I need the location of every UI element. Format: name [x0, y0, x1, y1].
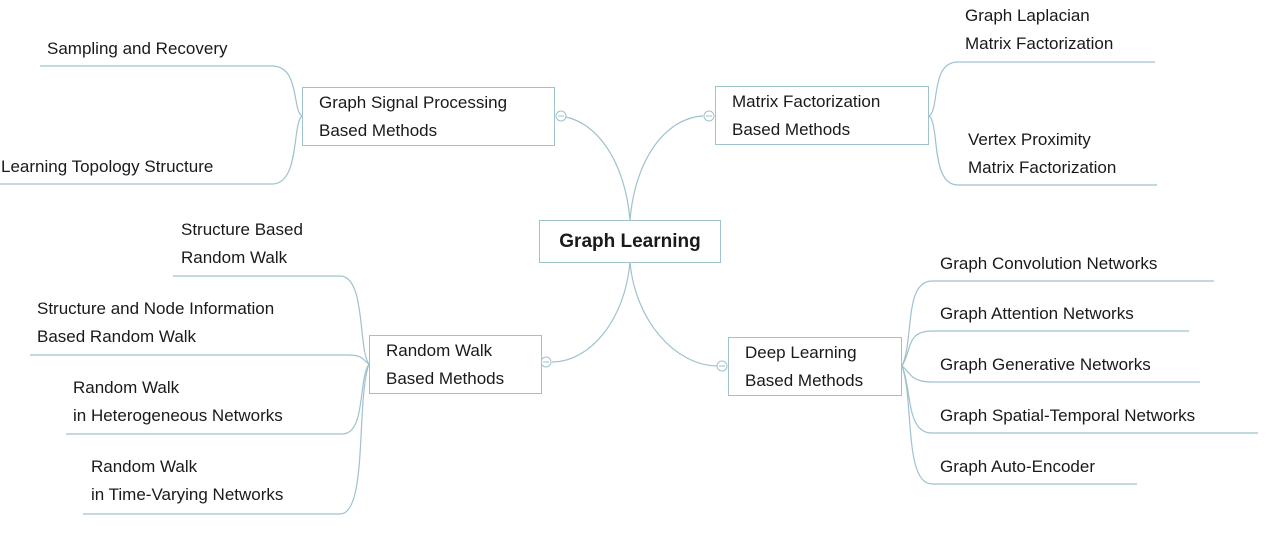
connector-rw-leaf-3	[66, 363, 370, 435]
leaf-graph-attention-networks[interactable]: Graph Attention Networks	[940, 300, 1134, 328]
connector-gsp-leaf-2	[0, 115, 303, 185]
connector-center-dl	[629, 261, 719, 367]
branch-label-line: Random Walk	[386, 340, 493, 360]
leaf-graph-spatial-temporal-networks[interactable]: Graph Spatial-Temporal Networks	[940, 402, 1195, 430]
leaf-label-line: Random Walk	[91, 457, 198, 476]
central-node[interactable]: Graph Learning	[539, 220, 721, 263]
leaf-label-line: Graph Auto-Encoder	[940, 457, 1095, 476]
leaf-structure-based-random-walk[interactable]: Structure Based Random Walk	[181, 216, 303, 272]
leaf-label-line: Graph Generative Networks	[940, 355, 1151, 374]
leaf-label-line: Graph Convolution Networks	[940, 254, 1158, 273]
connector-dl-leaf-3	[901, 365, 1200, 383]
connector-rw-leaf-1	[173, 275, 370, 365]
leaf-graph-convolution-networks[interactable]: Graph Convolution Networks	[940, 250, 1157, 278]
leaf-label-line: Graph Laplacian	[965, 6, 1090, 25]
branch-label-line: Graph Signal Processing	[319, 92, 508, 112]
leaf-label-line: in Time-Varying Networks	[91, 485, 284, 504]
branch-label-line: Based Methods	[319, 120, 438, 140]
leaf-label-line: Random Walk	[73, 378, 180, 397]
central-node-label: Graph Learning	[559, 230, 701, 252]
leaf-vertex-proximity-matrix-factorization[interactable]: Vertex Proximity Matrix Factorization	[968, 126, 1116, 182]
branch-node-deep-learning[interactable]: Deep Learning Based Methods	[728, 337, 902, 396]
leaf-learning-topology-structure[interactable]: Learning Topology Structure	[1, 153, 213, 181]
leaf-label-line: Structure and Node Information	[37, 299, 275, 318]
connector-mf-leaf-2	[928, 115, 1157, 186]
leaf-random-walk-time-varying-networks[interactable]: Random Walk in Time-Varying Networks	[91, 453, 283, 509]
branch-label-line: Based Methods	[386, 368, 505, 388]
connector-center-mf	[629, 115, 704, 221]
connector-mf-leaf-1	[928, 61, 1155, 117]
leaf-structure-and-node-information-random-walk[interactable]: Structure and Node Information Based Ran…	[37, 295, 274, 351]
branch-label-line: Deep Learning	[745, 342, 857, 362]
branch-label-line: Based Methods	[732, 119, 851, 139]
branch-label-line: Based Methods	[745, 370, 864, 390]
leaf-label-line: in Heterogeneous Networks	[73, 406, 283, 425]
leaf-graph-generative-networks[interactable]: Graph Generative Networks	[940, 351, 1151, 379]
leaf-graph-auto-encoder[interactable]: Graph Auto-Encoder	[940, 453, 1095, 481]
collapse-toggle-rw[interactable]	[540, 356, 552, 368]
connector-dl-leaf-2	[901, 330, 1189, 367]
leaf-label-line: Learning Topology Structure	[1, 157, 214, 176]
connector-gsp-leaf-1	[40, 65, 303, 117]
connector-dl-leaf-5	[901, 365, 1137, 485]
leaf-label-line: Graph Attention Networks	[940, 304, 1134, 323]
leaf-label-line: Based Random Walk	[37, 327, 197, 346]
branch-node-matrix-factorization[interactable]: Matrix Factorization Based Methods	[715, 86, 929, 145]
leaf-label-line: Graph Spatial-Temporal Networks	[940, 406, 1196, 425]
leaf-label-line: Structure Based	[181, 220, 303, 239]
leaf-sampling-and-recovery[interactable]: Sampling and Recovery	[47, 35, 227, 63]
leaf-random-walk-heterogeneous-networks[interactable]: Random Walk in Heterogeneous Networks	[73, 374, 283, 430]
leaf-label-line: Sampling and Recovery	[47, 39, 228, 58]
connector-center-rw	[551, 261, 631, 363]
connector-rw-leaf-2	[30, 354, 370, 365]
leaf-label-line: Vertex Proximity	[968, 130, 1091, 149]
connector-dl-leaf-1	[901, 280, 1214, 367]
collapse-toggle-dl[interactable]	[716, 360, 728, 372]
leaf-label-line: Matrix Factorization	[968, 158, 1117, 177]
leaf-graph-laplacian-matrix-factorization[interactable]: Graph Laplacian Matrix Factorization	[965, 2, 1113, 58]
collapse-toggle-gsp[interactable]	[555, 110, 567, 122]
connector-rw-leaf-4	[83, 363, 370, 515]
branch-node-graph-signal-processing[interactable]: Graph Signal Processing Based Methods	[302, 87, 555, 146]
collapse-toggle-mf[interactable]	[703, 110, 715, 122]
branch-node-random-walk[interactable]: Random Walk Based Methods	[369, 335, 542, 394]
leaf-label-line: Random Walk	[181, 248, 288, 267]
connector-center-gsp	[557, 115, 631, 221]
leaf-label-line: Matrix Factorization	[965, 34, 1114, 53]
branch-label-line: Matrix Factorization	[732, 91, 881, 111]
